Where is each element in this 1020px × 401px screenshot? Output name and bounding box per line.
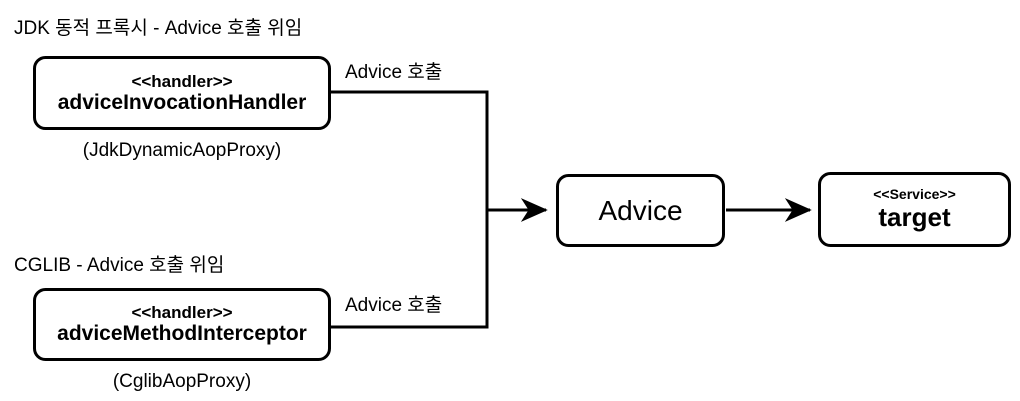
node-advice-box xyxy=(556,174,725,247)
node-target-stereotype: <<Service>> xyxy=(873,186,956,203)
node-jdk-handler-label: <<handler>> adviceInvocationHandler xyxy=(34,57,330,129)
section-title-cglib: CGLIB - Advice 호출 위임 xyxy=(14,255,225,276)
node-cglib-handler-stereotype: <<handler>> xyxy=(131,303,233,323)
caption-jdk-dynamic-aop-proxy: (JdkDynamicAopProxy) xyxy=(82,140,282,161)
edge-label-advice-call-bottom: Advice 호출 xyxy=(345,295,443,316)
node-cglib-handler-name: adviceMethodInterceptor xyxy=(57,322,307,346)
edge-label-advice-call-top: Advice 호출 xyxy=(345,62,443,83)
node-jdk-handler-name: adviceInvocationHandler xyxy=(57,90,307,114)
node-advice-label: Advice xyxy=(557,175,724,246)
caption-cglib-aop-proxy: (CglibAopProxy) xyxy=(112,371,252,392)
node-target-name: target xyxy=(878,201,951,232)
node-target-box xyxy=(818,172,1011,247)
node-cglib-handler-box xyxy=(33,288,331,361)
node-jdk-handler-box xyxy=(33,56,331,130)
node-advice-name: Advice xyxy=(598,194,683,226)
node-target-label: <<Service>> target xyxy=(819,173,1010,246)
section-title-jdk: JDK 동적 프록시 - Advice 호출 위임 xyxy=(14,18,303,39)
node-jdk-handler-stereotype: <<handler>> xyxy=(131,71,233,91)
node-cglib-handler-label: <<handler>> adviceMethodInterceptor xyxy=(34,289,330,360)
